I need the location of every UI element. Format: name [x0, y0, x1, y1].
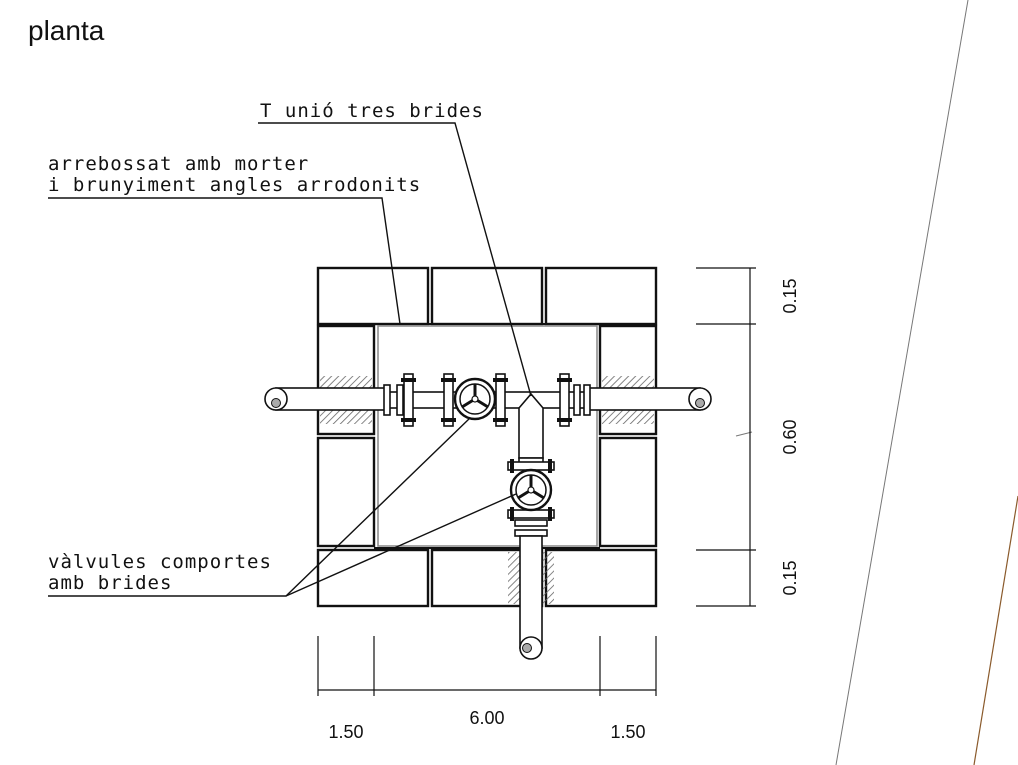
pipe-end-left-inner [271, 398, 281, 408]
branch-bolts [510, 459, 552, 521]
page-title: planta [28, 15, 105, 46]
gate-valve-vertical [509, 468, 553, 512]
wall-block [316, 436, 376, 548]
dim-horizontal-right: 1.50 [610, 722, 645, 742]
gate-valve-horizontal [453, 377, 497, 421]
label-valves-line1: vàlvules comportes [48, 551, 272, 573]
label-valves-line2: amb brides [48, 572, 172, 594]
dim-horizontal-left: 1.50 [328, 722, 363, 742]
wall-block [316, 548, 430, 608]
dim-vertical-top: 0.15 [780, 278, 800, 313]
t-junction [518, 392, 544, 467]
dim-vertical-middle: 0.60 [780, 419, 800, 454]
branch-pipe [519, 535, 543, 649]
pipe-end-right-inner [695, 398, 705, 408]
chamber-walls [316, 266, 658, 608]
label-plaster-line2: i brunyiment angles arrodonits [48, 174, 421, 196]
sheet-border-line-brown [973, 495, 1018, 765]
wall-block [544, 548, 658, 608]
vertical-dimension-lines [696, 267, 756, 607]
wall-block [598, 436, 658, 548]
wall-block [544, 266, 658, 326]
wall-penetration-hatch [542, 552, 554, 604]
leader-lines [48, 122, 532, 597]
flange-bolts [401, 378, 572, 422]
dim-horizontal-middle: 6.00 [469, 708, 504, 728]
pipe-flanges [383, 373, 591, 427]
wall-penetration-hatch [508, 552, 520, 604]
sheet-border-line [835, 0, 969, 765]
horizontal-dimension-lines [317, 636, 657, 696]
label-plaster-line1: arrebossat amb morter [48, 153, 309, 175]
branch-pipe-end-inner [522, 643, 532, 653]
label-t-union: T unió tres brides [260, 100, 484, 122]
wall-block [430, 266, 544, 326]
wall-block [316, 266, 430, 326]
small-tick-mark [735, 431, 753, 437]
plaster-inner-line [377, 325, 598, 547]
dim-vertical-bottom: 0.15 [780, 560, 800, 595]
